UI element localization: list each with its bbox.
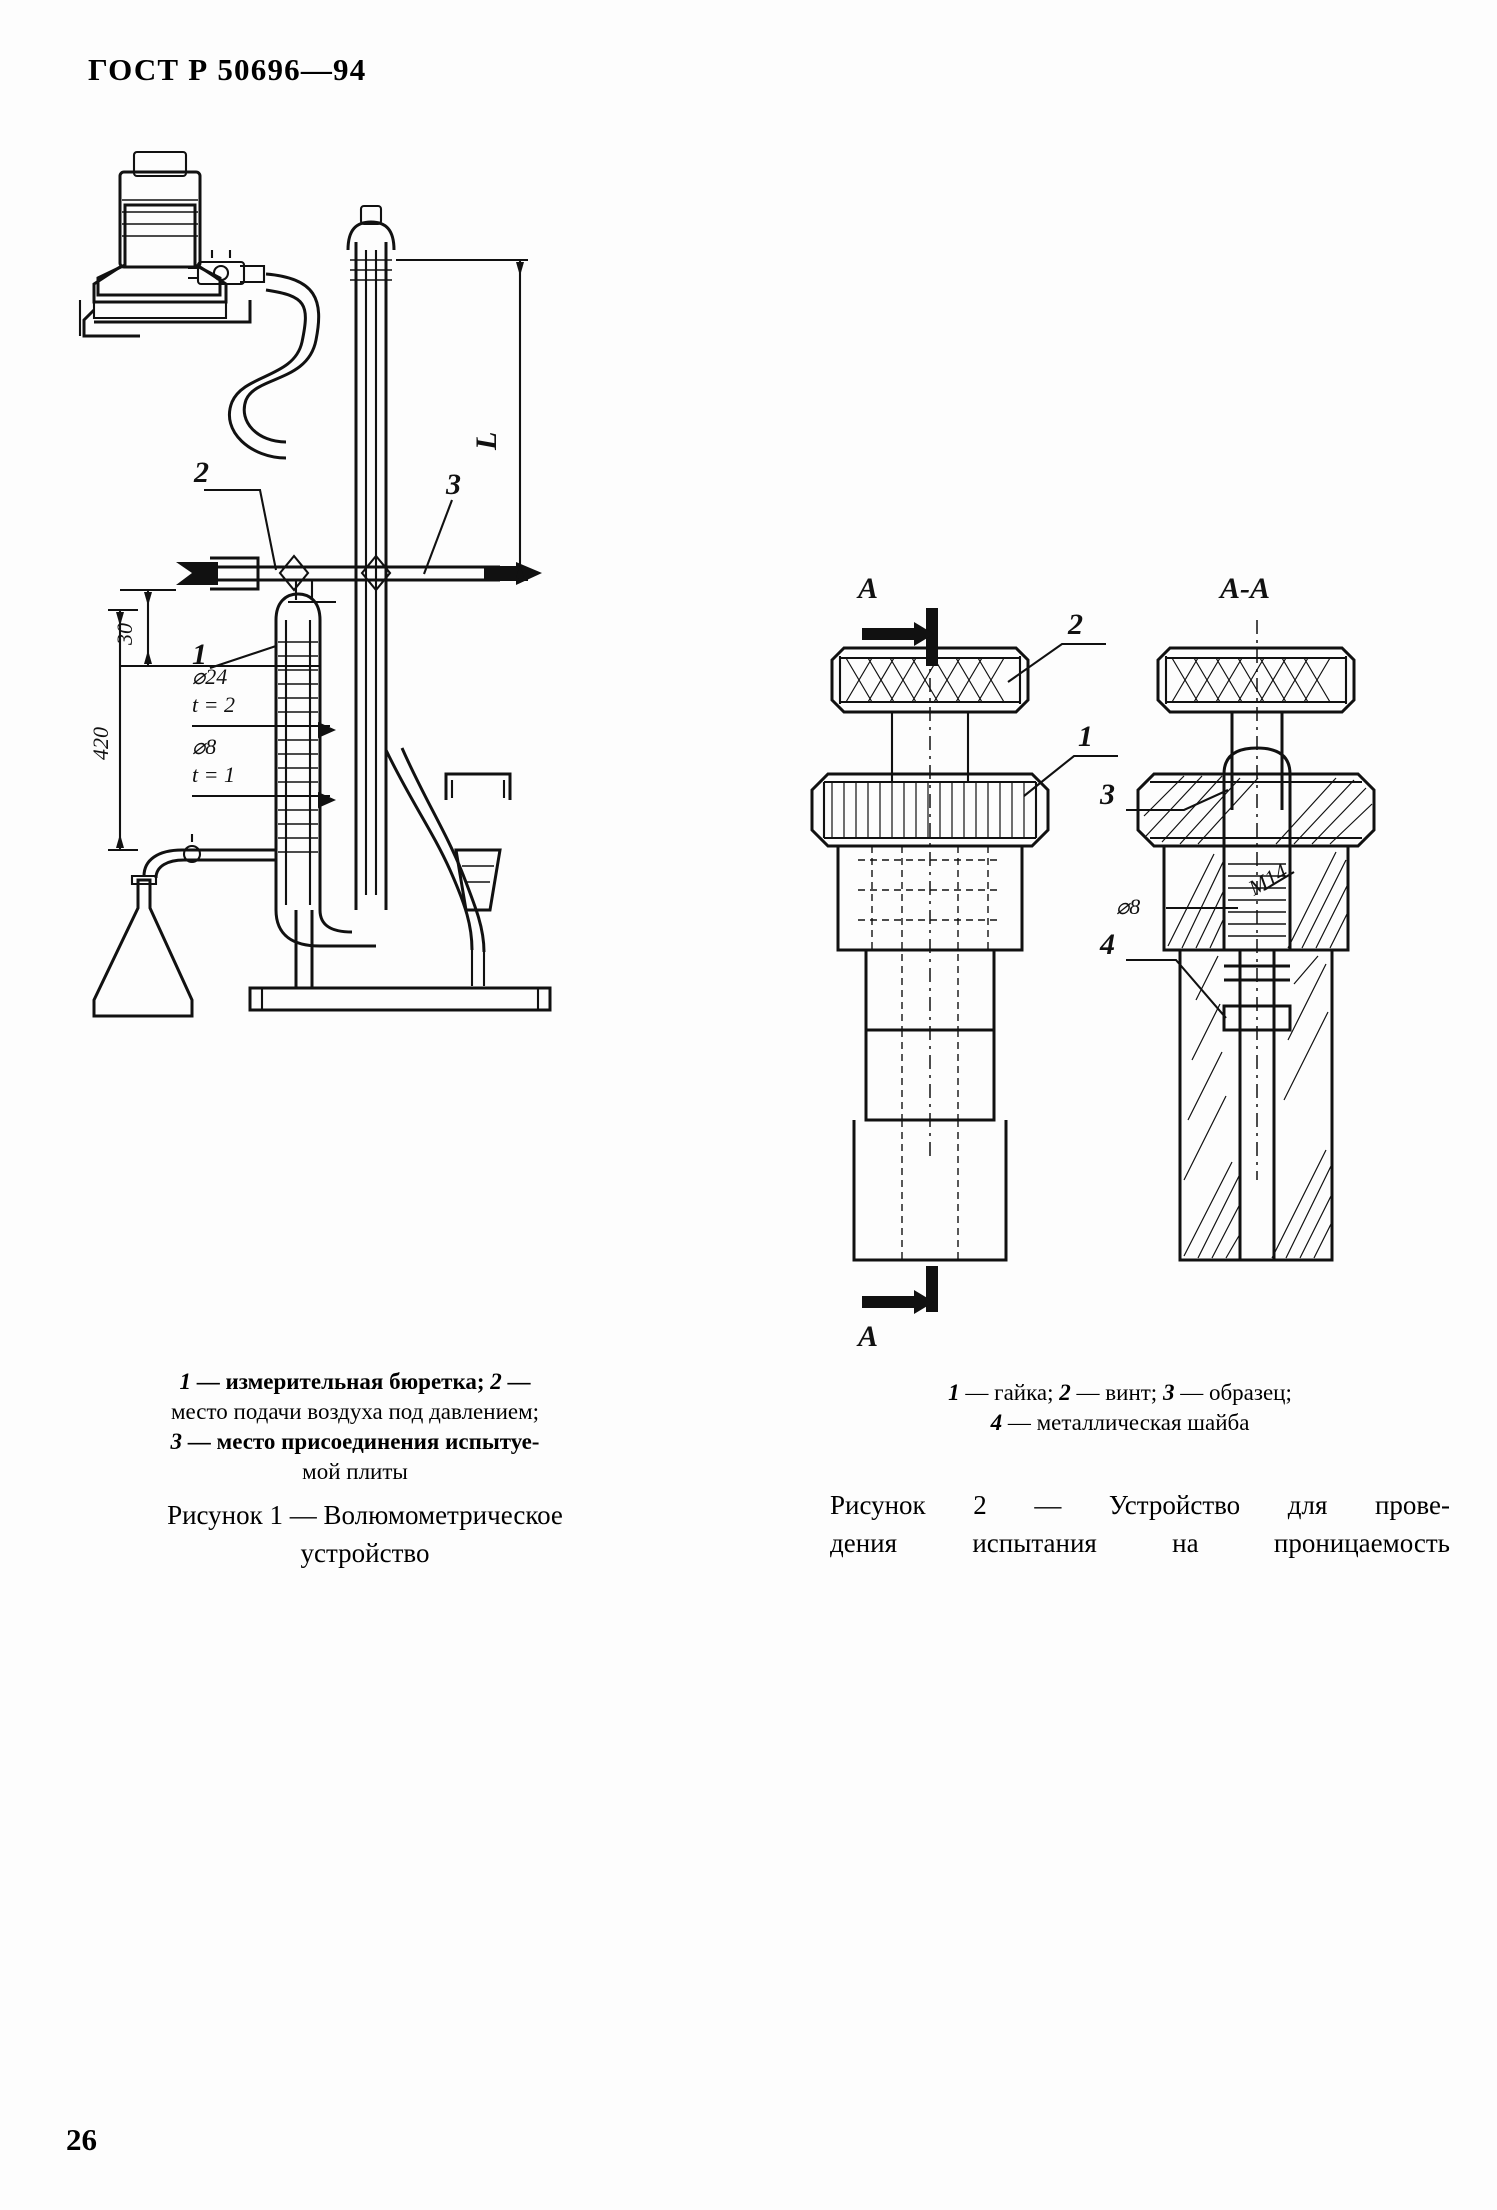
fig1-legend-num-1: 1 <box>179 1369 191 1394</box>
figure-1-title-line-2: устройство <box>300 1537 430 1568</box>
figure-1-legend: 1 — измерительная бюретка; 2 — место под… <box>105 1367 605 1487</box>
fig1-dim-420-label: 420 <box>88 727 113 760</box>
fig1-callout-1: 1 <box>192 638 277 671</box>
figure-2-svg: A A 2 1 A-A <box>810 572 1376 1353</box>
fig2-legend-text-3: — образец; <box>1174 1380 1292 1405</box>
fig1-base-stand <box>248 910 552 1012</box>
figure-2-title-line-2: дения испытания на проницаемость <box>830 1527 1450 1558</box>
fig1-right-tubing <box>384 747 486 986</box>
fig2-legend-num-3: 3 <box>1162 1380 1175 1405</box>
fig1-burette-column <box>346 204 396 910</box>
fig1-spec-t2: t = 2 <box>192 692 235 717</box>
fig2-section-hatch-body <box>1167 851 1349 949</box>
figure-2-title: Рисунок 2 — Устройство для прове- дения … <box>830 1487 1450 1563</box>
fig1-legend-num-2: 2 <box>490 1369 502 1394</box>
fig2-callout-3: 3 <box>1099 778 1229 812</box>
figure-2-title-line-1: Рисунок 2 — Устройство для прове- <box>830 1490 1450 1520</box>
figure-1-legend-line-1: 1 — измерительная бюретка; 2 — <box>105 1367 605 1397</box>
figure-1-legend-line-3: 3 — место присоединения испытуе- <box>105 1427 605 1457</box>
fig1-flask-tube <box>142 834 276 879</box>
fig2-legend-num-4: 4 <box>990 1409 1003 1435</box>
fig2-section-mark-bottom: A <box>856 1266 938 1353</box>
fig2-section-label-bottom: A <box>856 1320 878 1353</box>
fig2-callout-1: 1 <box>1023 720 1118 797</box>
fig1-dim-30: 30 <box>112 588 320 668</box>
figure-1-legend-line-4: мой плиты <box>302 1458 408 1484</box>
fig1-air-inlet <box>176 554 542 592</box>
fig2-label-3: 3 <box>1099 778 1115 811</box>
figure-1-drawing: 2 3 1 L <box>78 150 640 1350</box>
fig1-spec-t1: t = 1 <box>192 762 235 787</box>
fig2-label-4: 4 <box>1099 928 1115 961</box>
fig1-valve-assembly <box>188 250 266 286</box>
fig2-dim-d8: ⌀8 <box>1116 894 1238 919</box>
fig2-legend-num-1: 1 <box>948 1380 960 1405</box>
fig2-label-1: 1 <box>1078 720 1093 753</box>
figure-1-legend-line-2: место подачи воздуха под давлением; <box>170 1398 540 1424</box>
fig2-section-label-top: A <box>856 572 878 605</box>
fig1-dim-L: L <box>396 258 528 582</box>
fig2-external-view: A A 2 1 <box>810 572 1118 1353</box>
fig1-label-2: 2 <box>193 456 209 489</box>
fig2-section-mark-top: A <box>856 572 938 666</box>
fig1-label-3: 3 <box>445 468 461 501</box>
fig1-flask <box>92 874 194 1018</box>
fig2-section-hatch-nut <box>1143 775 1373 845</box>
fig2-dim-d8-label: ⌀8 <box>1116 894 1140 919</box>
fig1-clamp <box>444 772 512 912</box>
fig1-legend-text-1: — измерительная бюретка; <box>190 1369 491 1394</box>
fig2-section-view: A-A <box>1099 572 1376 1262</box>
fig2-section-hatch-lower <box>1183 955 1333 1259</box>
fig1-spec-annotations: ⌀24 t = 2 ⌀8 t = 1 <box>192 664 336 808</box>
fig1-spec-d24: ⌀24 <box>192 664 227 689</box>
fig1-reservoir <box>92 150 228 320</box>
figure-1-title: Рисунок 1 — Волюмометрическое устройство <box>130 1497 600 1573</box>
fig2-label-2: 2 <box>1067 608 1083 641</box>
figure-2-drawing: A A 2 1 A-A <box>810 560 1450 1353</box>
fig2-legend-num-2: 2 <box>1059 1380 1071 1405</box>
fig2-dim-m14-label: M14 <box>1243 859 1291 901</box>
standard-header: ГОСТ Р 50696—94 <box>88 52 367 87</box>
figure-2-legend: 1 — гайка; 2 — винт; 3 — образец; 4 — ме… <box>820 1378 1420 1438</box>
fig1-spec-d8: ⌀8 <box>192 734 216 759</box>
fig1-dim-420: 420 <box>88 608 138 852</box>
fig2-knurl-hatch <box>845 657 1005 703</box>
figure-2-legend-line-2: 4 — металлическая шайба <box>820 1408 1420 1438</box>
fig1-label-1: 1 <box>192 638 207 671</box>
fig1-callout-3: 3 <box>423 468 461 575</box>
fig2-nut-flutes <box>831 782 1025 838</box>
fig2-legend-text-4: — металлическая шайба <box>1002 1409 1250 1435</box>
fig1-measuring-burette <box>274 592 376 948</box>
fig2-section-view-label: A-A <box>1218 572 1270 605</box>
figure-2-legend-line-1: 1 — гайка; 2 — винт; 3 — образец; <box>820 1378 1420 1408</box>
fig2-legend-text-2: — винт; <box>1070 1380 1163 1405</box>
fig1-funnel-arm <box>78 300 252 338</box>
fig2-legend-text-1: — гайка; <box>959 1380 1060 1405</box>
fig2-callout-2: 2 <box>1007 608 1106 683</box>
fig2-dim-m14: M14 <box>1243 859 1295 901</box>
figure-1-title-line-1: Рисунок 1 — Волюмометрическое <box>167 1500 563 1530</box>
fig1-legend-text-1-end: — <box>501 1369 531 1394</box>
figure-1-svg: 2 3 1 L <box>78 150 552 1018</box>
fig1-callout-2: 2 <box>193 456 278 571</box>
fig1-legend-num-3: 3 <box>170 1428 183 1454</box>
fig1-rubber-tube <box>228 272 321 460</box>
fig1-tee-down <box>288 580 336 604</box>
page-number: 26 <box>66 2122 97 2157</box>
fig1-dim-L-label: L <box>470 432 503 451</box>
fig1-legend-text-3: — место присоединения испытуе- <box>182 1428 540 1454</box>
fig1-dim-30-label: 30 <box>112 623 137 646</box>
fig2-callout-4: 4 <box>1099 928 1227 1019</box>
